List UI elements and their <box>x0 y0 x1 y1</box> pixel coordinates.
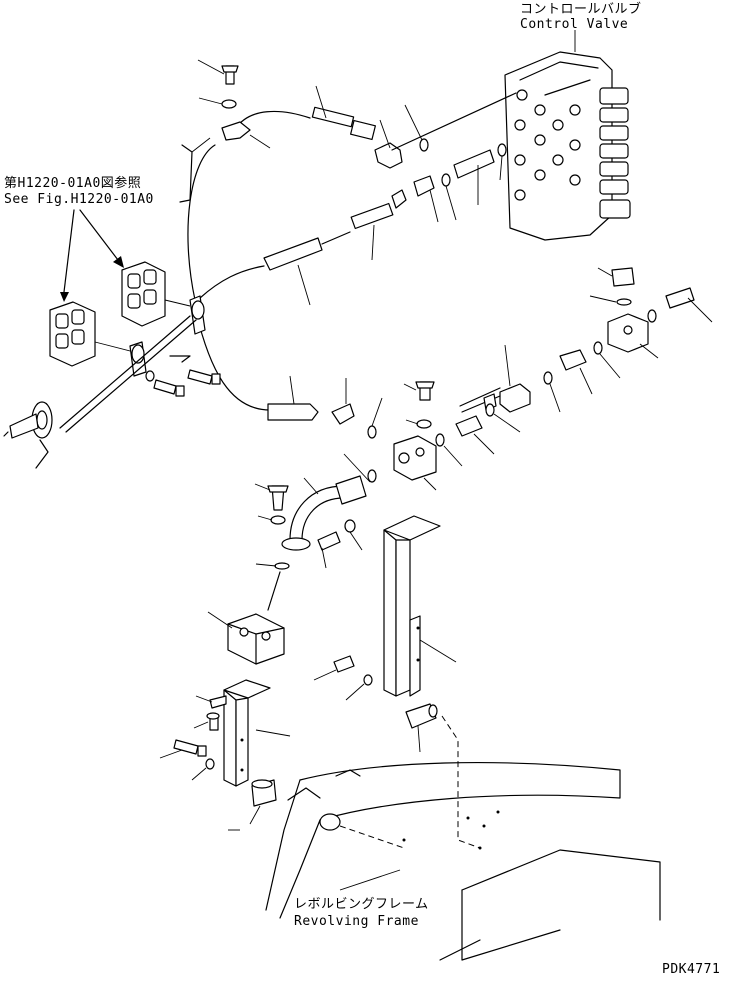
revolving-frame-label-en: Revolving Frame <box>294 914 419 929</box>
upper-clamp <box>179 59 271 203</box>
control-valve-spools <box>599 87 631 219</box>
ball-valve <box>459 344 531 413</box>
control-valve-ports <box>514 89 581 201</box>
lower-fittings <box>403 381 521 467</box>
tee-block <box>343 435 437 491</box>
clamp-block-lower-left <box>49 301 135 367</box>
control-valve-label-jp: コントロールバルブ <box>520 2 642 17</box>
revolving-frame <box>265 761 661 961</box>
right-fittings <box>543 267 713 413</box>
lower-block <box>207 571 285 665</box>
see-fig-arrows <box>60 209 124 302</box>
left-bolts <box>145 355 221 397</box>
hose-clamps-left <box>59 295 206 433</box>
middle-hose <box>199 143 507 306</box>
swivel-joint <box>3 401 53 469</box>
control-valve-label-en: Control Valve <box>520 17 629 32</box>
upper-hose <box>187 85 517 301</box>
see-fig-label-jp: 第H1220-01A0図参照 <box>4 176 142 191</box>
lower-hose <box>195 311 383 439</box>
revolving-frame-label-jp: レボルビングフレーム <box>294 897 429 912</box>
see-fig-label-en: See Fig.H1220-01A0 <box>4 192 154 207</box>
clamp-block-upper-left <box>121 261 191 327</box>
control-valve <box>504 30 631 241</box>
drawing-code: PDK4771 <box>662 962 721 977</box>
lower-bracket <box>159 679 291 831</box>
pipe-elbow <box>254 475 367 570</box>
tall-bracket <box>313 515 481 849</box>
